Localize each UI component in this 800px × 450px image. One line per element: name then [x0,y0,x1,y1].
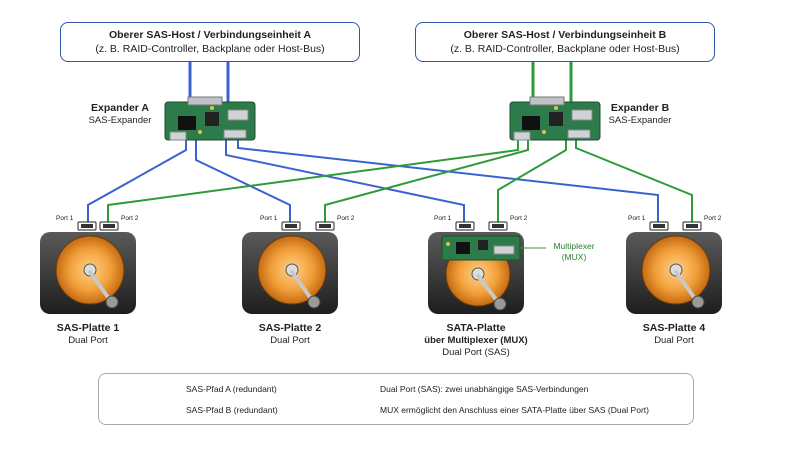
mux-board [441,235,546,261]
disk-2-title: SAS-Platte 2 [258,322,322,334]
disk-1-title: SAS-Platte 1 [56,322,120,334]
legend-mux-text: MUX ermöglicht den Anschluss einer SATA-… [380,405,649,415]
host-a-box: Oberer SAS-Host / Verbindungseinheit A (… [60,22,360,62]
disk-1-port-2-label: Port 2 [121,215,139,222]
disk-4-title: SAS-Platte 4 [642,322,706,334]
legend-dual-port-text: Dual Port (SAS): zwei unabhängige SAS-Ve… [380,384,589,394]
legend [98,373,694,425]
disk-4-port-2-label: Port 2 [704,215,722,222]
expander-b-board [509,96,601,141]
mux-label-line1: Multiplexer [553,241,595,251]
expander-b-title: Expander B [610,102,670,114]
mux-label-line2: (MUX) [561,252,587,262]
disk-3-port-1-label: Port 1 [434,215,452,222]
host-b-subtitle: (z. B. RAID-Controller, Backplane oder H… [450,43,680,55]
disk-3-subtitle: über Multiplexer (MUX) [424,335,528,346]
expander-b-label: Expander B SAS-Expander [602,102,678,127]
disk-3-ports [455,221,508,231]
expander-a-title: Expander A [91,102,149,114]
disk-2-subtitle: Dual Port [270,335,310,346]
disk-1-drive [40,232,136,314]
expander-a-label: Expander A SAS-Expander [80,102,160,127]
disk-3-port-2-label: Port 2 [510,215,528,222]
disk-3-label: SATA-Platte über Multiplexer (MUX) Dual … [406,322,546,359]
disk-1-label: SAS-Platte 1 Dual Port [28,322,148,347]
disk-1-ports [77,221,119,231]
host-b-box: Oberer SAS-Host / Verbindungseinheit B (… [415,22,715,62]
disk-2-drive [242,232,338,314]
host-b-title: Oberer SAS-Host / Verbindungseinheit B [463,29,667,41]
disk-4-port-1-label: Port 1 [628,215,646,222]
expander-a-subtitle: SAS-Expander [88,115,152,126]
disk-4-label: SAS-Platte 4 Dual Port [614,322,734,347]
host-a-title: Oberer SAS-Host / Verbindungseinheit A [108,29,312,41]
host-a-uplinks [188,62,230,102]
expander-b-subtitle: SAS-Expander [608,115,672,126]
disk-3-subtitle-2: Dual Port (SAS) [442,347,510,358]
disk-2-ports [281,221,335,231]
expander-a-board [164,96,256,141]
disk-4-subtitle: Dual Port [654,335,694,346]
disk-1-port-1-label: Port 1 [56,215,74,222]
disk-1-subtitle: Dual Port [68,335,108,346]
disk-4-ports [649,221,702,231]
host-b-uplinks [531,62,573,102]
mux-label: Multiplexer (MUX) [548,241,600,263]
legend-path-b-text: SAS-Pfad B (redundant) [186,405,278,415]
sas-path-a-cables [87,140,659,225]
disk-4-drive [626,232,722,314]
disk-2-label: SAS-Platte 2 Dual Port [230,322,350,347]
disk-2-port-2-label: Port 2 [337,215,355,222]
host-a-subtitle: (z. B. RAID-Controller, Backplane oder H… [95,43,325,55]
sas-path-b-cables [107,140,693,225]
legend-path-a-text: SAS-Pfad A (redundant) [186,384,277,394]
disk-3-title: SATA-Platte [446,322,506,334]
disk-2-port-1-label: Port 1 [260,215,278,222]
